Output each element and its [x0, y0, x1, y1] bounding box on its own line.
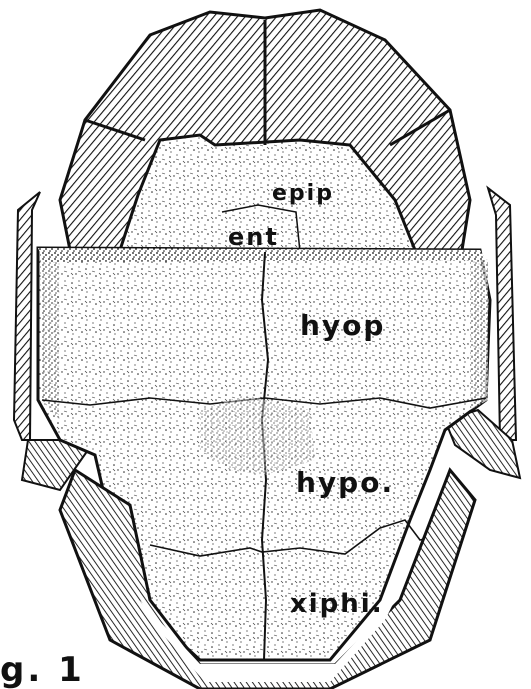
- label-hypoplastron: hypo.: [296, 466, 394, 499]
- figure-caption: g. 1: [0, 652, 85, 689]
- label-entoplastron: ent: [228, 223, 279, 251]
- anterior-lobe: [60, 10, 470, 252]
- label-xiphiplastron: xiphi.: [290, 589, 384, 619]
- label-epiplastron: epip: [272, 181, 334, 206]
- label-hyoplastron: hyop: [300, 309, 385, 342]
